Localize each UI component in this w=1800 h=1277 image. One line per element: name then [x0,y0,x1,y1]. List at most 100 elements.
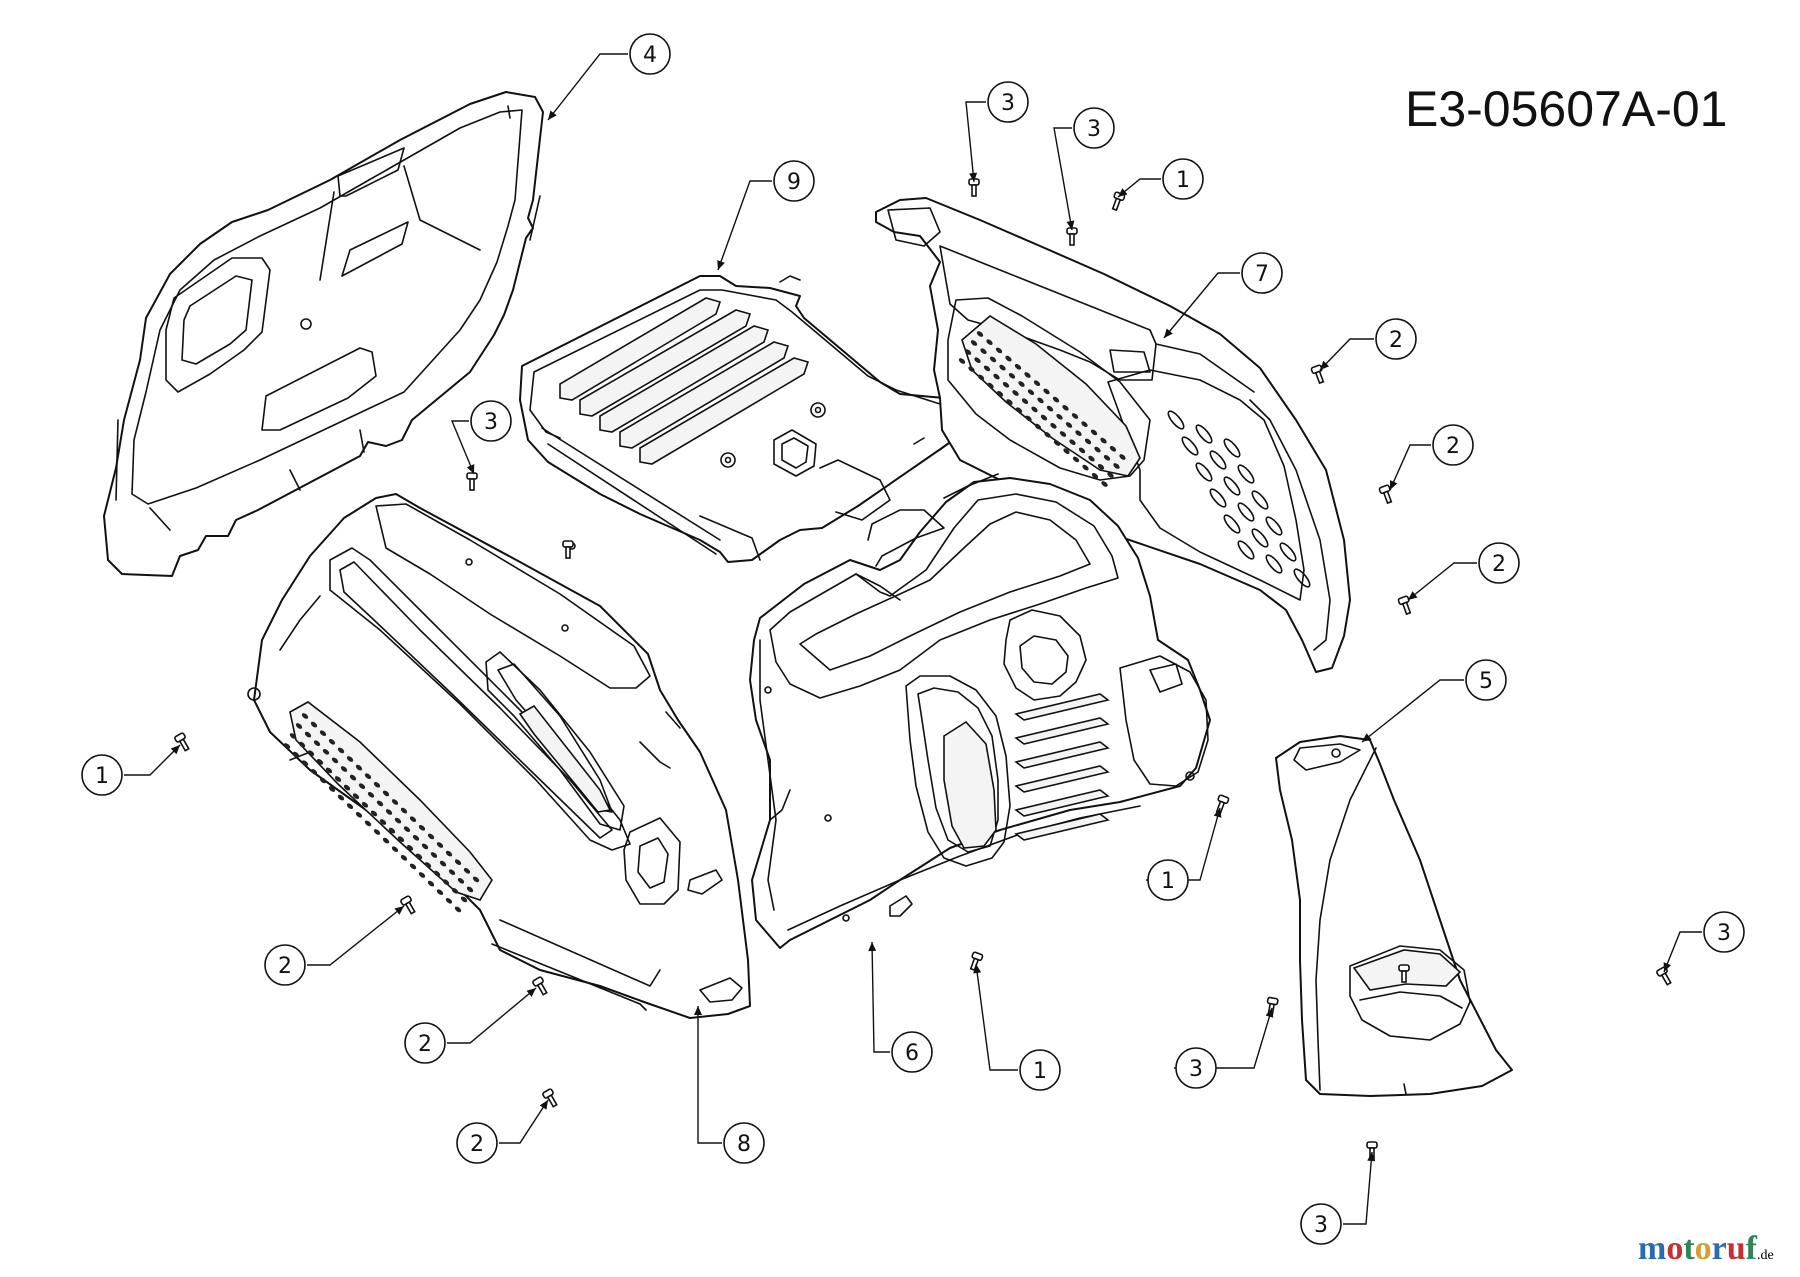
arrowhead-icon [694,1006,702,1015]
grille-hole [310,721,318,728]
leader-line [547,53,628,121]
grille-hole [343,784,351,791]
watermark-letter: o [1666,1230,1684,1267]
leader-line [124,744,181,776]
grille-hole [1002,381,1010,388]
arrowhead-icon [526,988,536,997]
callout-bubble [1073,107,1115,149]
vent-slot [1014,741,1110,769]
grille-hole [361,801,369,808]
screw-icon [542,1088,558,1108]
side-slot [1223,476,1241,496]
grille-hole [418,824,426,831]
callout-bubble [1147,859,1189,901]
grille-hole [986,339,993,346]
grille-hole [983,365,991,372]
leader-line [499,1099,549,1144]
callout-2: 2 [404,987,537,1064]
grille-hole [304,731,312,738]
callout-3: 3 [1053,107,1115,231]
grille-hole [980,348,987,355]
grille-hole [993,373,1000,380]
leader-line [1053,127,1073,231]
part-6-front-panel [749,473,1211,949]
grille-hole [322,748,330,755]
callout-number: 3 [1717,921,1731,946]
arrowhead-icon [466,464,475,474]
callout-9: 9 [717,160,815,271]
leader-line [1163,272,1240,339]
callout-bubble [1175,1047,1217,1089]
screw-icon [400,895,416,915]
callout-number: 2 [418,1032,432,1057]
callout-1: 1 [81,744,181,796]
arrowhead-icon [539,1100,548,1110]
grille-hole [439,860,447,867]
watermark-letter: r [1711,1230,1727,1267]
grille-hole [391,799,399,805]
callout-number: 3 [484,410,498,435]
grille-hole [995,347,1003,354]
screw-icon [1398,964,1410,983]
grille-hole [319,777,327,784]
callout-bubble [1241,252,1283,294]
side-slot [1223,514,1241,534]
grille-hole [283,743,291,749]
callout-8: 8 [694,1006,765,1164]
grille-hole [1021,398,1029,405]
grille-hole [355,811,363,818]
arrowhead-icon [1265,1008,1274,1018]
arrowhead-icon [973,964,982,974]
grille-hole [976,331,984,337]
vent-slot [1014,765,1110,793]
drawing-code: E3-05607A-01 [1405,81,1728,137]
grille-hole [1109,445,1117,452]
callout-bubble [629,33,671,75]
grille-hole [1084,438,1092,445]
grille-hole [1056,413,1063,420]
grille-hole [1006,399,1013,405]
leader-line [965,101,986,183]
grille-hole [1040,414,1048,421]
vent-slot [1014,717,1110,745]
leader-line [1663,931,1702,973]
callout-3: 3 [450,400,512,475]
grille-hole [1024,372,1031,378]
grille-hole [1027,389,1035,396]
grille-hole [1062,404,1069,411]
leader-line [447,987,537,1044]
grille-hole [442,879,450,886]
arrowhead-icon [1367,1152,1376,1162]
grille-hole [394,817,402,824]
leader-line [1319,338,1374,371]
vent-slot [1014,813,1110,841]
callout-number: 1 [1033,1059,1047,1084]
grille-hole [319,730,327,737]
grille-hole [364,773,372,780]
callout-number: 2 [278,954,292,979]
grille-hole [301,713,309,719]
grille-hole [1008,372,1016,379]
callout-7: 7 [1163,252,1283,339]
grille-hole [346,756,354,762]
grille-hole [457,877,465,884]
leader-line [450,420,475,475]
grille-hole [1072,456,1080,463]
grille-hole [373,781,381,788]
grille-hole [325,767,333,774]
grille-hole [1101,481,1108,487]
grille-hole [463,867,471,874]
side-slot [1251,528,1269,548]
callout-number: 5 [1479,669,1493,694]
arrowhead-icon [1362,733,1372,742]
watermark-letter: u [1726,1230,1746,1267]
side-slot [1195,424,1213,444]
grille-hole [430,852,438,858]
arrowhead-icon [1118,188,1128,197]
arrowhead-icon [969,172,978,182]
grille-hole [1075,430,1082,437]
callout-bubble [1375,318,1417,360]
grille-hole [964,349,972,355]
grille-hole [406,844,414,851]
